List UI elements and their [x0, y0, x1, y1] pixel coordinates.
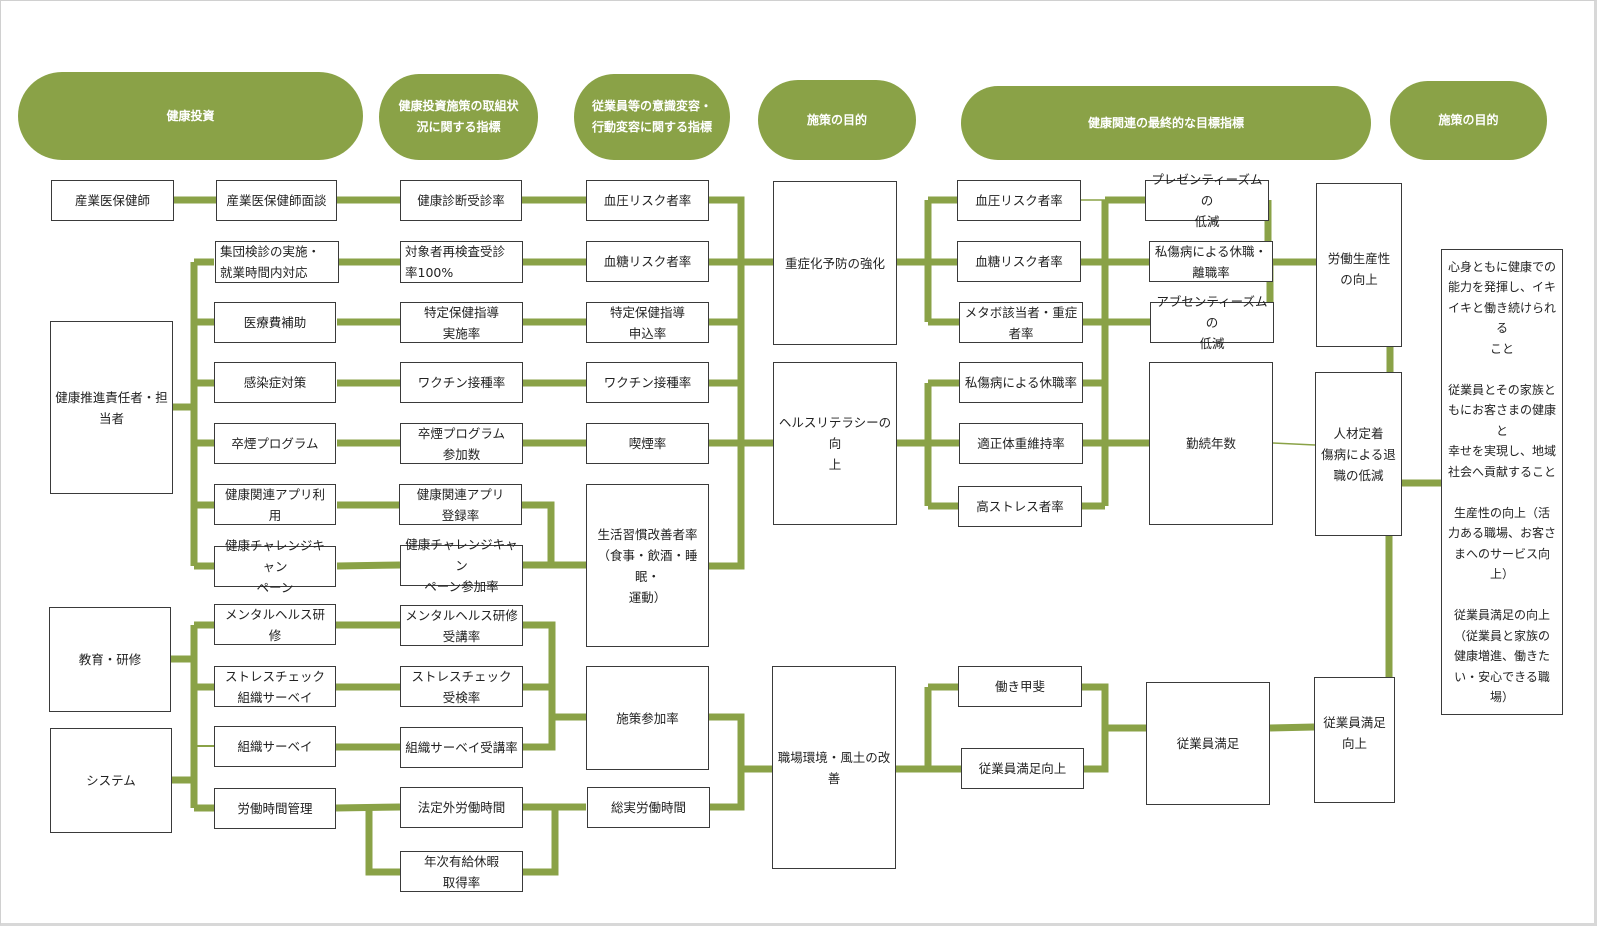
behavior-smoking-rate: 喫煙率 [586, 423, 709, 464]
header-purpose: 施策の目的 [758, 80, 916, 160]
header-final-indicators: 健康関連の最終的な目標指標 [961, 86, 1371, 160]
activity-quit-smoking-participants: 卒煙プログラム 参加数 [400, 423, 523, 464]
behavior-lifestyle-improvement: 生活習慣改善者率 （食事・飲酒・睡眠・ 運動） [586, 484, 709, 647]
investment-org-survey: 組織サーベイ [214, 726, 336, 767]
final-employee-satisfaction: 従業員満足 [1146, 682, 1270, 805]
final-sick-leave-turnover: 私傷病による休職・ 離職率 [1149, 241, 1273, 282]
investment-quit-smoking: 卒煙プログラム [214, 423, 336, 464]
connector-line-78 [1269, 723, 1315, 732]
connector-line-74 [924, 687, 961, 773]
investment-health-app: 健康関連アプリ利用 [214, 484, 336, 525]
activity-reexam-rate: 対象者再検査受診 率100% [400, 241, 523, 283]
activity-survey-rate: 組織サーベイ受講率 [400, 727, 523, 768]
outcome-productivity: 労働生産性 の向上 [1316, 183, 1402, 347]
header-behavior-indicators: 従業員等の意識変容・ 行動変容に関する指標 [574, 74, 730, 160]
investment-health-challenge: 健康チャレンジキャン ペーン [214, 538, 336, 595]
investment-working-hours: 労働時間管理 [214, 788, 336, 829]
connector-line-47 [709, 713, 745, 811]
result-bp-risk: 血圧リスク者率 [957, 180, 1081, 221]
final-tenure: 勤続年数 [1149, 362, 1273, 525]
activity-paid-leave-rate: 年次有給休暇 取得率 [400, 851, 523, 892]
connector-line-46 [523, 807, 559, 876]
actor-education-training: 教育・研修 [49, 607, 171, 712]
behavior-total-working-hours: 総実労働時間 [587, 787, 710, 828]
activity-mental-training-rate: メンタルヘルス研修 受講率 [400, 605, 523, 646]
behavior-vaccine-rate: ワクチン接種率 [586, 362, 709, 403]
investment-infection-control: 感染症対策 [214, 362, 336, 403]
connector-line-72 [1272, 442, 1316, 446]
investment-medical-subsidy: 医療費補助 [214, 302, 336, 343]
behavior-program-participation: 施策参加率 [586, 666, 709, 770]
activity-checkup-rate: 健康診断受診率 [400, 180, 522, 221]
outcome-satisfaction-improvement: 従業員満足 向上 [1314, 677, 1395, 803]
purpose-health-literacy: ヘルスリテラシーの向 上 [773, 362, 897, 525]
actor-occupational-physician: 産業医保健師 [51, 180, 174, 221]
activity-app-registration: 健康関連アプリ 登録率 [399, 484, 522, 525]
investment-mental-health-training: メンタルヘルス研修 [214, 604, 336, 645]
outcome-retention: 人材定着 傷病による退 職の低減 [1315, 372, 1402, 536]
final-absenteeism: アブセンティーズムの 低減 [1150, 294, 1274, 351]
connector-line-43 [335, 803, 401, 812]
result-healthy-weight: 適正体重維持率 [959, 423, 1083, 464]
purpose-workplace-culture: 職場環境・風土の改 善 [772, 666, 896, 869]
activity-overtime-hours: 法定外労働時間 [400, 787, 523, 828]
result-glucose-risk: 血糖リスク者率 [957, 241, 1081, 282]
header-health-investment: 健康投資 [18, 72, 363, 160]
behavior-guidance-application: 特定保健指導 申込率 [586, 302, 709, 343]
result-job-fulfillment: 働き甲斐 [958, 666, 1082, 707]
final-goal: 心身ともに健康での 能力を発揮し、イキ イキと働き続けられる こと 従業員とその… [1441, 249, 1563, 715]
activity-vaccine-rate: ワクチン接種率 [400, 362, 523, 403]
result-leave-rate: 私傷病による休職率 [959, 362, 1083, 403]
behavior-glucose-risk: 血糖リスク者率 [586, 241, 709, 282]
connector-line-16 [336, 561, 401, 570]
activity-stress-check-rate: ストレスチェック 受検率 [400, 666, 523, 707]
connector-line-76 [1082, 683, 1109, 773]
investment-physician-interview: 産業医保健師面談 [216, 180, 337, 221]
header-activity-indicators: 健康投資施策の取組状 況に関する指標 [379, 74, 538, 160]
activity-guidance-rate: 特定保健指導 実施率 [400, 302, 523, 343]
purpose-severity-prevention: 重症化予防の強化 [773, 181, 897, 345]
result-high-stress: 高ストレス者率 [958, 486, 1082, 527]
activity-challenge-participation: 健康チャレンジキャン ペーン参加率 [400, 537, 523, 594]
connector-line-44 [365, 808, 400, 876]
investment-stress-check: ストレスチェック 組織サーベイ [214, 666, 336, 707]
final-presenteeism: プレゼンティーズムの 低減 [1145, 172, 1269, 229]
actor-health-promotion-manager: 健康推進責任者・担 当者 [50, 321, 173, 494]
behavior-bp-risk: 血圧リスク者率 [586, 180, 709, 221]
result-satisfaction-improvement: 従業員満足向上 [961, 748, 1084, 789]
header-final-purpose: 施策の目的 [1390, 81, 1547, 160]
result-metabolic-rate: メタボ該当者・重症 者率 [959, 302, 1083, 343]
connector-line-21 [522, 501, 555, 566]
actor-system: システム [50, 728, 172, 833]
investment-group-checkup: 集団検診の実施・ 就業時間内対応 [215, 241, 339, 283]
